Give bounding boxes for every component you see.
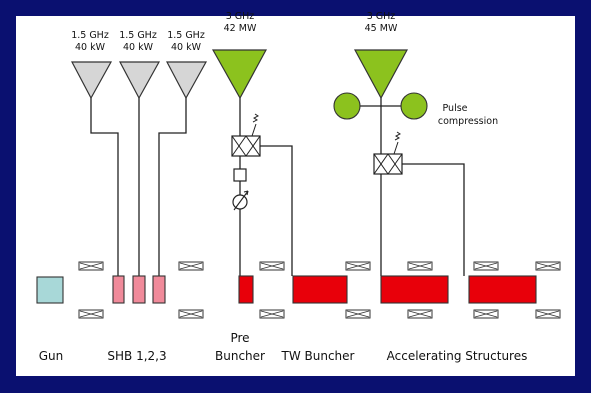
pulse-compression-label-2: compression [438, 116, 498, 127]
accel-source-power: 45 MW [365, 23, 398, 34]
shb1-cavity [112, 275, 125, 304]
solenoid-row-top [78, 261, 561, 271]
solenoid-row-bottom [78, 309, 561, 319]
shb2-power: 40 kW [123, 42, 154, 53]
shb3-power: 40 kW [171, 42, 202, 53]
accel-second-feed-line [402, 163, 465, 276]
accel-structure-2 [468, 275, 537, 304]
accel-splitter [373, 153, 403, 175]
gun [36, 276, 64, 304]
prebuncher-load-symbol [251, 113, 259, 137]
attenuator [233, 168, 247, 182]
prebuncher-cavity [238, 275, 254, 304]
shb1-power: 40 kW [75, 42, 106, 53]
shb3-klystron [166, 61, 208, 100]
shb3-freq: 1.5 GHz [167, 30, 205, 41]
prebuncher-source-freq: 3 GHz [226, 11, 255, 22]
shb3-cavity [152, 275, 166, 304]
shb2-cavity [132, 275, 146, 304]
tw-buncher [292, 275, 348, 304]
shb2-freq: 1.5 GHz [119, 30, 157, 41]
pulse-compression-cavity-right [400, 92, 428, 120]
prebuncher-splitter [231, 135, 261, 157]
shb3-feed-line [158, 98, 187, 276]
tw-buncher-feed-line [260, 145, 293, 276]
prebuncher-source-power: 42 MW [224, 23, 257, 34]
pulse-compression-label: Pulse [442, 103, 467, 114]
gun-label: Gun [39, 349, 64, 363]
prebuncher-label-line1: Pre [230, 331, 249, 345]
shb2-klystron [119, 61, 161, 100]
accel-klystron [353, 49, 409, 100]
shb1-feed-line [90, 98, 119, 276]
accel-structure-1 [380, 275, 449, 304]
accel-load-symbol [393, 131, 401, 155]
shb-label: SHB 1,2,3 [107, 349, 166, 363]
shb1-klystron [71, 61, 113, 100]
pulse-compression-cavity-left [333, 92, 361, 120]
shb1-freq: 1.5 GHz [71, 30, 109, 41]
accel-structures-label: Accelerating Structures [387, 349, 528, 363]
accel-source-freq: 3 GHz [367, 11, 396, 22]
prebuncher-label-line2: Buncher [215, 349, 265, 363]
phase-shifter [232, 190, 249, 211]
prebuncher-klystron [211, 49, 268, 100]
tw-buncher-label: TW Buncher [281, 349, 355, 363]
